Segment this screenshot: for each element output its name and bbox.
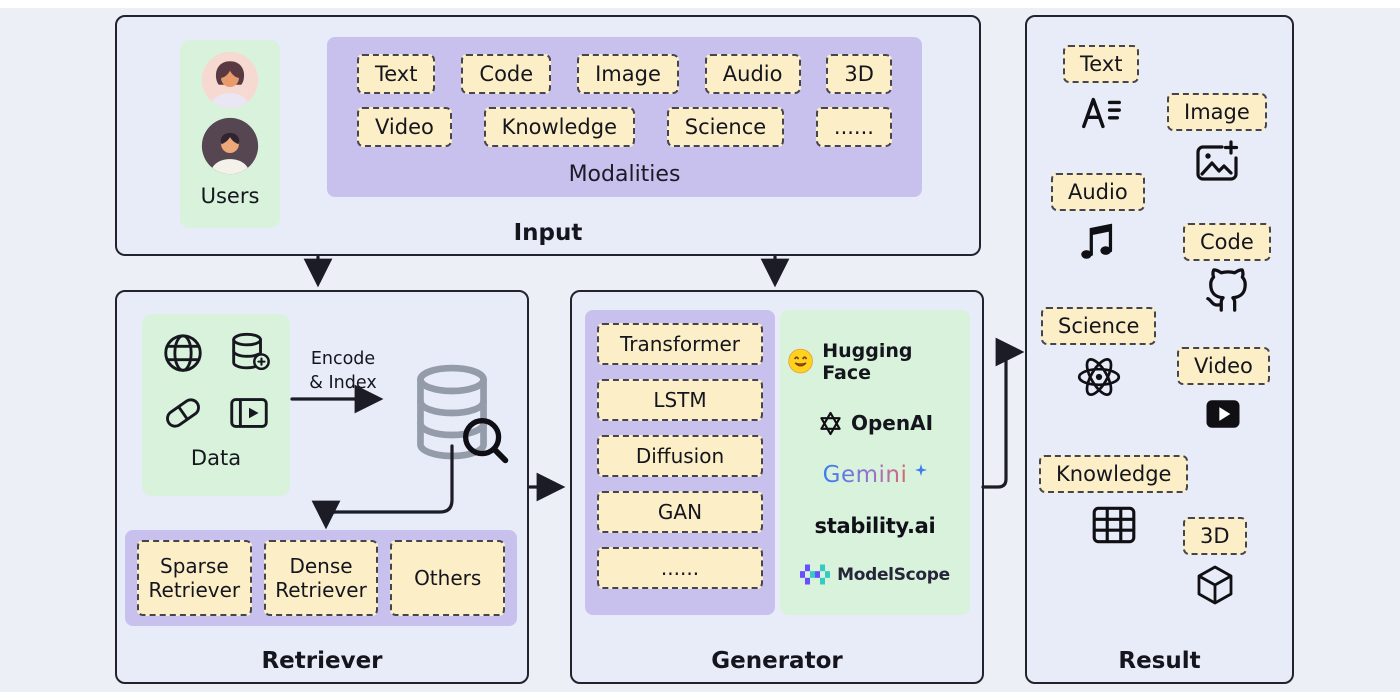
generator-panel: Transformer LSTM Diffusion GAN ...... Hu…	[570, 290, 984, 684]
result-item-audio: Audio	[1051, 173, 1145, 264]
retriever-tag-dense: Dense Retriever	[263, 540, 379, 616]
encode-line-1: Encode	[310, 349, 376, 369]
result-item-science: Science	[1041, 307, 1157, 402]
hugging-face-icon	[788, 348, 813, 374]
user-avatar-male-icon	[201, 117, 259, 175]
result-item-image: Image	[1167, 93, 1267, 186]
retriever-panel-label: Retriever	[261, 648, 383, 674]
music-note-icon	[1081, 223, 1112, 259]
result-tag-text: Text	[1063, 45, 1140, 83]
data-label: Data	[190, 446, 242, 470]
cube-3d-icon	[1197, 565, 1233, 605]
retriever-methods-box: Sparse Retriever Dense Retriever Others	[125, 530, 517, 626]
provider-openai-label: OpenAI	[850, 411, 934, 436]
text-type-icon	[1082, 97, 1122, 129]
provider-modelscope: ModelScope	[800, 564, 950, 585]
provider-gemini-label: Gemini	[822, 462, 908, 489]
modality-tag-science: Science	[666, 107, 785, 147]
result-item-knowledge: Knowledge	[1039, 455, 1189, 550]
provider-stability: stability.ai	[815, 514, 936, 538]
globe-icon	[164, 334, 202, 372]
retriever-panel: Data Encode & Index Sparse Retriever Den…	[115, 290, 529, 684]
provider-modelscope-label: ModelScope	[837, 564, 950, 585]
users-box: Users	[180, 40, 280, 228]
modelscope-icon	[800, 564, 831, 585]
result-tag-knowledge: Knowledge	[1039, 455, 1189, 493]
provider-huggingface: Hugging Face	[786, 340, 964, 384]
gemini-spark-icon	[915, 464, 928, 477]
modalities-row-2: Video Knowledge Science ......	[357, 107, 892, 147]
modality-tag-audio: Audio	[704, 54, 801, 94]
result-item-video: Video	[1177, 347, 1270, 436]
modality-tag-code: Code	[461, 54, 552, 94]
provider-huggingface-label: Hugging Face	[822, 339, 913, 384]
model-tag-gan: GAN	[597, 491, 763, 533]
result-panel: Text Image Audio Code	[1025, 15, 1294, 684]
modality-tag-image: Image	[577, 54, 679, 94]
result-item-text: Text	[1063, 45, 1140, 136]
search-icon	[462, 417, 509, 464]
result-panel-label: Result	[1118, 648, 1201, 674]
user-avatar-female-icon	[201, 51, 259, 109]
result-tag-code: Code	[1183, 223, 1271, 261]
modalities-label: Modalities	[568, 162, 681, 187]
encode-line-2: & Index	[309, 372, 377, 393]
pill-icon	[166, 398, 200, 428]
retriever-tag-others: Others	[390, 540, 506, 616]
providers-box: Hugging Face OpenAI Gemini stability.ai	[780, 310, 970, 615]
modality-tag-knowledge: Knowledge	[483, 107, 636, 147]
provider-stability-label: stability.ai	[814, 514, 936, 539]
data-box: Data	[142, 314, 290, 496]
atom-icon	[1077, 358, 1120, 396]
provider-openai: OpenAI	[817, 410, 933, 437]
modality-tag-video: Video	[357, 107, 452, 147]
retriever-tag-sparse: Sparse Retriever	[137, 540, 252, 616]
modality-tag-3d: 3D	[826, 54, 892, 94]
result-tag-audio: Audio	[1051, 173, 1145, 211]
provider-gemini: Gemini	[823, 462, 928, 488]
database-icon	[232, 332, 270, 371]
openai-icon	[820, 411, 841, 435]
model-tag-more: ......	[597, 547, 763, 589]
encode-index-label: Encode & Index	[293, 348, 393, 395]
modality-tag-more: ......	[815, 107, 892, 147]
film-icon	[230, 398, 268, 428]
modalities-row-1: Text Code Image Audio 3D	[357, 54, 892, 94]
generator-panel-label: Generator	[711, 648, 843, 674]
modalities-box: Text Code Image Audio 3D Video Knowledge…	[327, 37, 922, 197]
table-grid-icon	[1092, 506, 1136, 544]
result-item-3d: 3D	[1183, 517, 1247, 610]
result-tag-science: Science	[1041, 307, 1157, 345]
result-tag-3d: 3D	[1183, 517, 1247, 555]
users-label: Users	[200, 184, 260, 208]
model-architectures-box: Transformer LSTM Diffusion GAN ......	[585, 310, 775, 615]
result-tag-video: Video	[1177, 347, 1270, 385]
model-tag-transformer: Transformer	[597, 323, 763, 365]
result-tag-image: Image	[1167, 93, 1267, 131]
model-tag-diffusion: Diffusion	[597, 435, 763, 477]
video-play-icon	[1206, 400, 1240, 428]
image-plus-icon	[1196, 140, 1238, 181]
result-item-code: Code	[1183, 223, 1271, 314]
model-tag-lstm: LSTM	[597, 379, 763, 421]
data-icons	[157, 330, 275, 436]
modality-tag-text: Text	[357, 54, 436, 94]
input-panel: Users Text Code Image Audio 3D Video Kno…	[115, 15, 981, 256]
input-panel-label: Input	[513, 220, 583, 246]
github-icon	[1206, 268, 1247, 312]
